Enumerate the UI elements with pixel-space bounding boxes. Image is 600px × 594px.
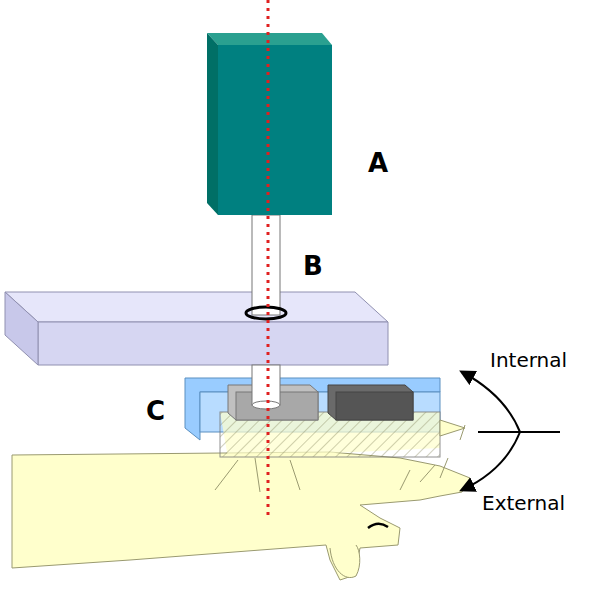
shaft xyxy=(246,215,286,409)
direction-label: External xyxy=(482,493,565,513)
plate xyxy=(5,292,388,365)
rotation-arrows xyxy=(462,372,560,490)
rotation-axis xyxy=(267,0,270,520)
direction-label: Internal xyxy=(490,350,567,370)
part-letter: C xyxy=(146,398,165,424)
part-letter: B xyxy=(303,253,323,279)
part-letter: A xyxy=(368,150,388,176)
splint-holder xyxy=(185,378,465,458)
motor xyxy=(207,33,332,215)
